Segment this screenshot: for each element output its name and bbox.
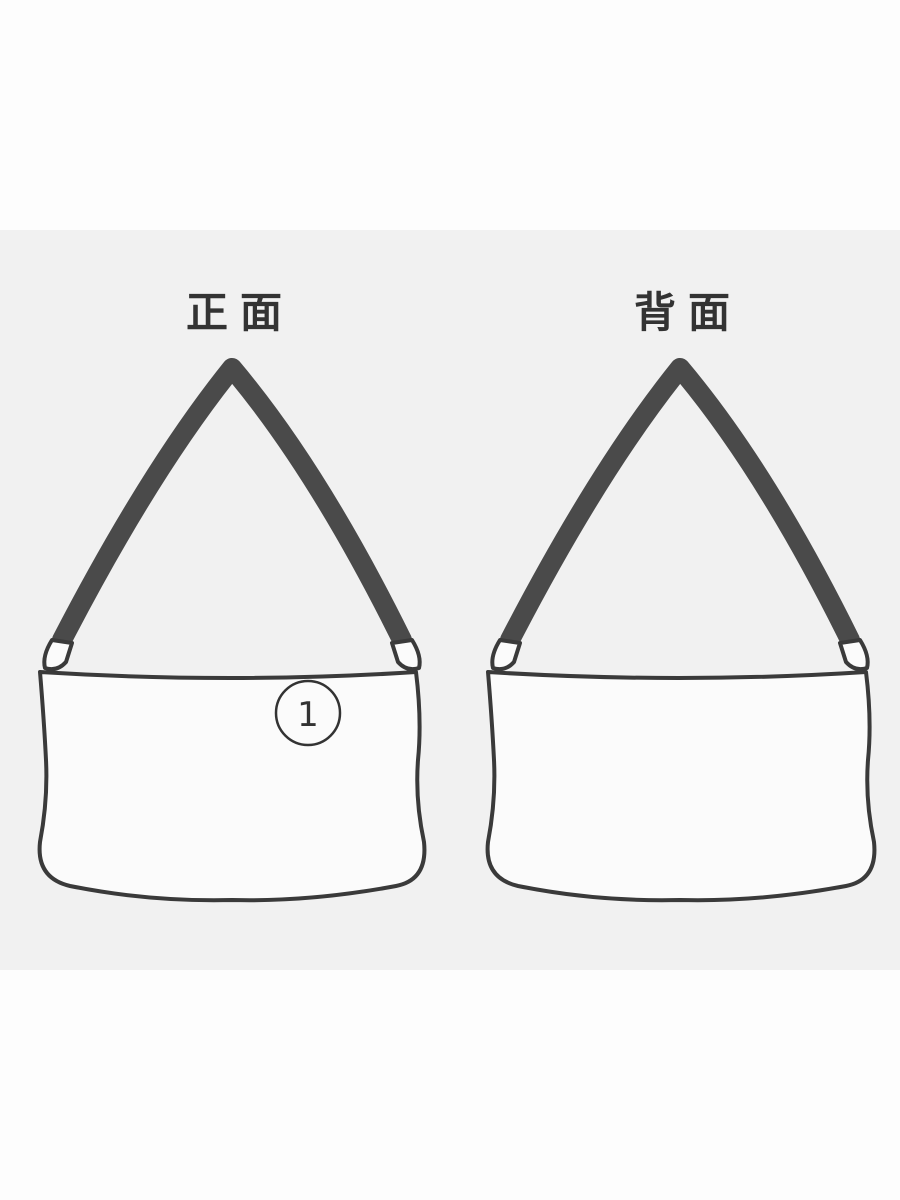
back-bag <box>485 358 877 903</box>
front-view-title: 正面 <box>185 288 294 337</box>
front-bag-body <box>37 670 427 903</box>
back-strap-connector-left <box>490 638 522 672</box>
front-bag: 1 <box>37 358 427 903</box>
front-strap-connector-right <box>390 638 422 672</box>
back-view-title: 背面 <box>633 288 742 337</box>
front-strap <box>52 358 412 650</box>
callout-number: 1 <box>297 695 319 735</box>
back-strap-connector-right <box>838 638 870 672</box>
callout-marker: 1 <box>274 679 342 747</box>
back-bag-body <box>485 670 877 903</box>
front-strap-connector-left <box>42 638 74 672</box>
back-strap <box>500 358 860 650</box>
